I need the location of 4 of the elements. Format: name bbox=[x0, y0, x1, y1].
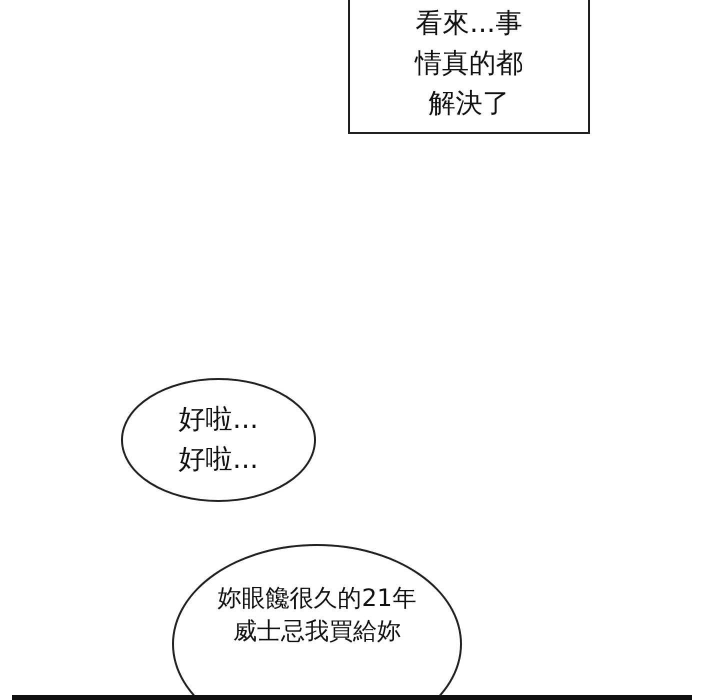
dialogue-text: 好啦...好啦... bbox=[178, 403, 260, 477]
dialogue-text: 妳眼饞很久的21年威士忌我買給妳 bbox=[217, 583, 417, 647]
caption-box bbox=[348, 0, 590, 134]
dialogue-text: 看來...事情真的都解決了 bbox=[413, 7, 524, 121]
